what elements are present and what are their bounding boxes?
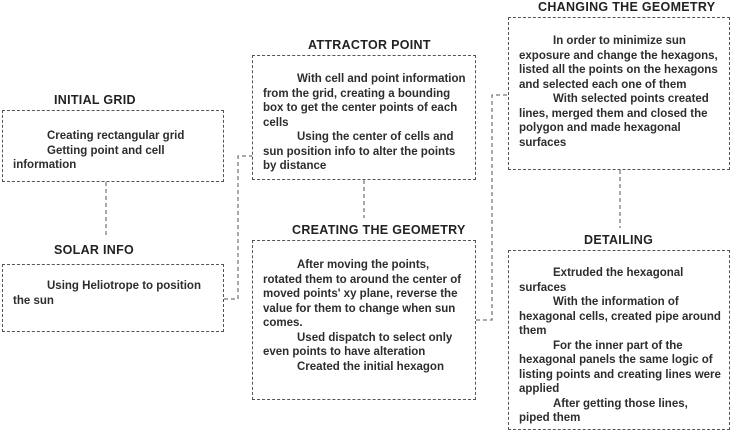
detailing-line-4: After getting those lines, piped them bbox=[519, 397, 688, 425]
solar-info-title: SOLAR INFO bbox=[54, 243, 135, 257]
detailing-box: Extruded the hexagonal surfaces With the… bbox=[508, 250, 730, 430]
solar-info-line-1: Using Heliotrope to position the sun bbox=[13, 280, 201, 307]
detailing-line-2: With the information of hexagonal cells,… bbox=[519, 296, 721, 337]
creating-geometry-line-2: Used dispatch to select only even points… bbox=[263, 331, 453, 359]
creating-geometry-line-3: Created the initial hexagon bbox=[297, 360, 444, 373]
creating-geometry-box: After moving the points, rotated them to… bbox=[252, 240, 476, 400]
attractor-point-line-2: Using the center of cells and sun positi… bbox=[263, 131, 456, 172]
attractor-point-title: ATTRACTOR POINT bbox=[308, 38, 431, 52]
changing-geometry-title: CHANGING THE GEOMETRY bbox=[538, 0, 716, 14]
connector-creating-to-trunk bbox=[476, 94, 508, 321]
initial-grid-line-1: Creating rectangular grid bbox=[47, 130, 185, 142]
changing-geometry-line-1: In order to minimize sun exposure and ch… bbox=[519, 35, 718, 91]
detailing-title: DETAILING bbox=[584, 233, 654, 247]
initial-grid-box: Creating rectangular grid Getting point … bbox=[2, 110, 224, 182]
initial-grid-title: INITIAL GRID bbox=[54, 93, 136, 107]
solar-info-box: Using Heliotrope to position the sun bbox=[2, 264, 224, 332]
detailing-line-3: For the inner part of the hexagonal pane… bbox=[519, 339, 721, 396]
changing-geometry-box: In order to minimize sun exposure and ch… bbox=[508, 17, 730, 170]
creating-geometry-line-1: After moving the points, rotated them to… bbox=[263, 259, 462, 329]
creating-geometry-title: CREATING THE GEOMETRY bbox=[292, 223, 466, 237]
attractor-point-box: With cell and point information from the… bbox=[252, 55, 476, 180]
detailing-line-1: Extruded the hexagonal surfaces bbox=[519, 267, 684, 294]
connector-solar-to-trunk bbox=[224, 155, 252, 300]
changing-geometry-line-2: With selected points created lines, merg… bbox=[519, 93, 709, 149]
initial-grid-line-2: Getting point and cell information bbox=[13, 144, 165, 172]
attractor-point-line-1: With cell and point information from the… bbox=[263, 73, 466, 129]
